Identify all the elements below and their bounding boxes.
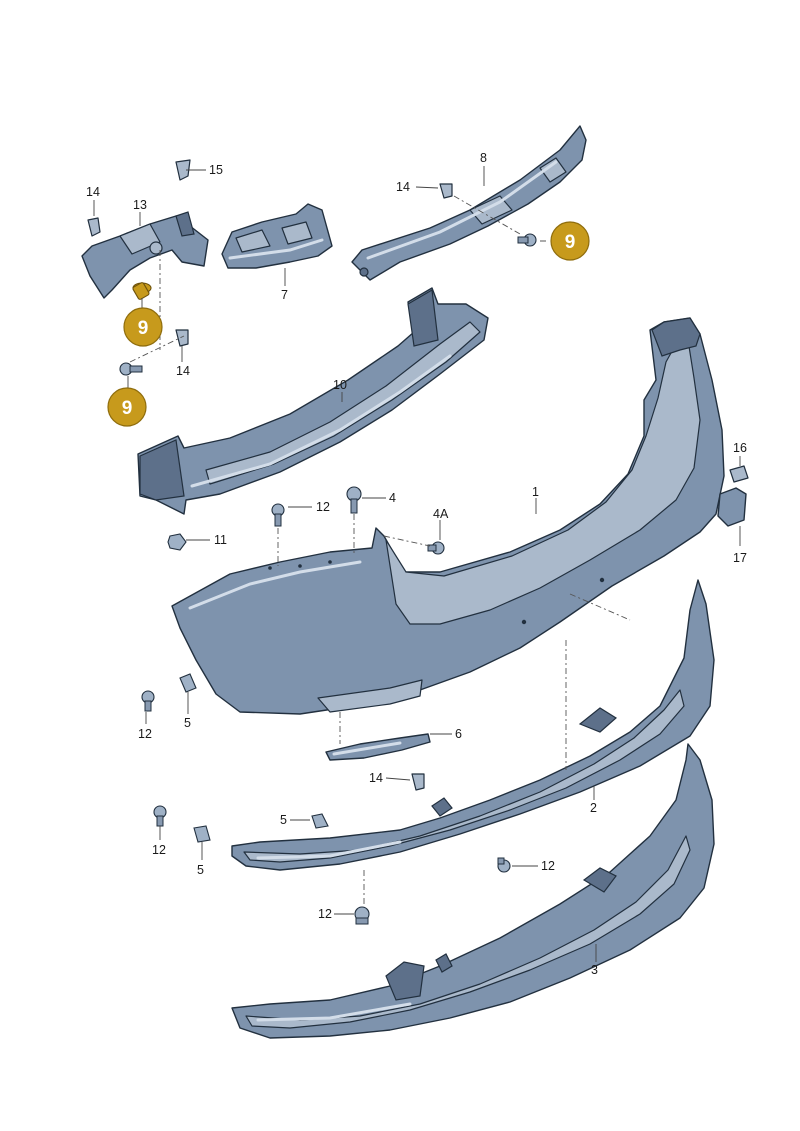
clip-14-top-left-icon (87, 217, 101, 237)
callout-9-lower-left: 9 (107, 387, 147, 427)
label-5-left: 5 (184, 716, 191, 730)
clip-5-left-icon (179, 673, 197, 693)
label-15: 15 (209, 163, 223, 177)
label-13: 13 (133, 198, 147, 212)
label-4: 4 (389, 491, 396, 505)
part-6-trim-strip (325, 733, 431, 761)
screw-9-upper-left-icon (132, 282, 152, 300)
svg-text:9: 9 (138, 318, 149, 339)
label-2: 2 (590, 801, 597, 815)
screw-12-top-icon (271, 503, 285, 527)
label-7: 7 (281, 288, 288, 302)
label-6: 6 (455, 727, 462, 741)
screw-12-left-icon (141, 690, 155, 712)
label-11: 11 (214, 533, 227, 547)
part-labels: 15 14 13 14 8 7 14 10 12 4 4A 1 11 16 17… (86, 151, 747, 977)
svg-text:9: 9 (122, 398, 133, 419)
label-17: 17 (733, 551, 747, 565)
part-17-guide (717, 487, 747, 527)
label-12-mid: 12 (152, 843, 166, 857)
clip-15-icon (175, 159, 191, 181)
screw-9-lower-left-icon (119, 362, 143, 376)
label-8: 8 (480, 151, 487, 165)
label-4a: 4A (433, 507, 449, 521)
part-3-lower-diffuser (231, 743, 715, 1039)
label-16: 16 (733, 441, 747, 455)
clip-14-mid-left-icon (175, 329, 189, 347)
part-13-left-bracket (81, 211, 209, 299)
label-12-right: 12 (541, 859, 555, 873)
label-1: 1 (532, 485, 539, 499)
label-5-mid: 5 (197, 863, 204, 877)
callout-9-right: 9 (550, 221, 590, 261)
label-12-bottom: 12 (318, 907, 332, 921)
leader-lines (93, 166, 741, 962)
part-2-lower-spoiler (231, 579, 715, 871)
screw-12-right-icon (497, 857, 511, 873)
part-16-clip (729, 465, 749, 483)
screw-4-icon (346, 486, 362, 514)
label-14-mid-left: 14 (176, 364, 190, 378)
part-1-bumper-cover (171, 317, 725, 715)
label-5-center: 5 (280, 813, 287, 827)
label-10: 10 (333, 378, 347, 392)
clip-14-lower-icon (411, 773, 425, 791)
part-10-reinforcement-bar (137, 287, 489, 515)
callout-9-upper-left: 9 (123, 307, 163, 347)
screw-12-mid-icon (153, 805, 167, 827)
label-3: 3 (591, 963, 598, 977)
screw-4a-icon (427, 541, 445, 555)
label-14-lower: 14 (369, 771, 383, 785)
part-8-guide-rail (351, 125, 587, 281)
svg-text:9: 9 (565, 232, 576, 253)
part-7-center-bracket (221, 203, 333, 269)
clip-5-center-icon (311, 813, 329, 829)
clip-5-mid-icon (193, 825, 211, 843)
label-12-left: 12 (138, 727, 152, 741)
label-14-top-center: 14 (396, 180, 410, 194)
clip-14-top-center-icon (439, 183, 453, 199)
label-14-top-left: 14 (86, 185, 100, 199)
nut-11-icon (167, 533, 187, 551)
label-12-top: 12 (316, 500, 330, 514)
screw-12-bottom-icon (354, 906, 370, 925)
screw-9-right-icon (517, 233, 537, 247)
